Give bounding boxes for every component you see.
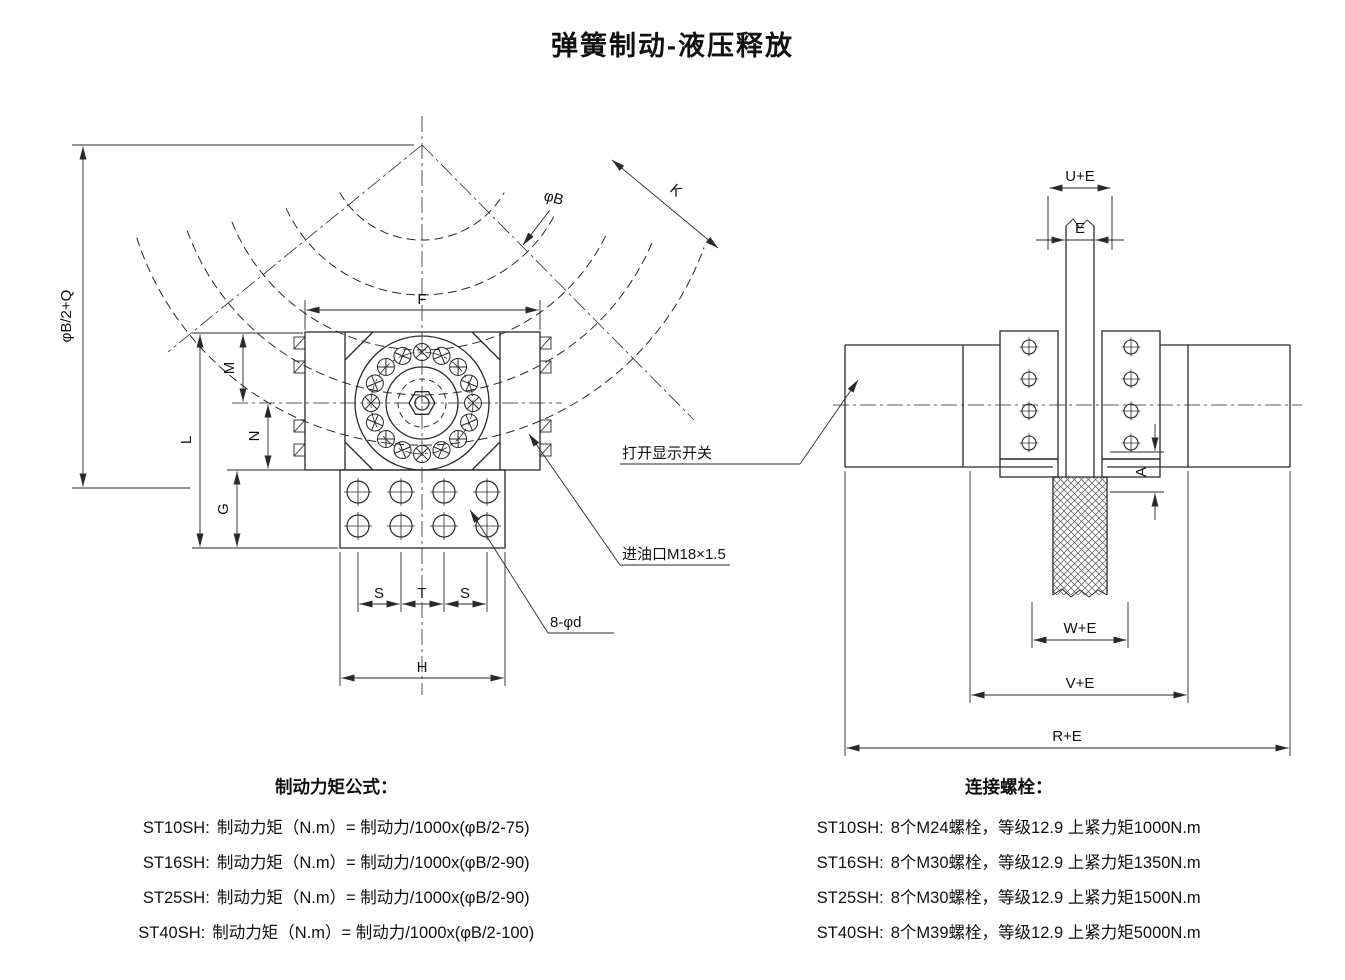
- model-label: ST25SH:: [816, 889, 884, 907]
- front-flange: [354, 335, 490, 471]
- connection-bolts-heading: 连接螺栓：: [965, 777, 1053, 797]
- side-beam: [844, 344, 1291, 468]
- formula-text: 制动力矩（N.m）= 制动力/1000x(φB/2-90): [216, 854, 530, 872]
- connection-bolts-block: 连接螺栓： ST10SH:8个M24螺栓，等级12.9 上紧力矩1000N.m …: [673, 774, 1345, 951]
- side-disc: [1052, 218, 1108, 598]
- dim-label-n: N: [246, 431, 263, 442]
- callout-bolt-holes: 8-φd: [469, 509, 614, 634]
- mount-hole: [473, 512, 501, 540]
- torque-formula-row: ST40SH: 制动力矩（N.m）= 制动力/1000x(φB/2-100): [0, 916, 673, 951]
- connection-bolts-row: ST10SH: 8个M24螺栓，等级12.9 上紧力矩1000N.m: [673, 811, 1345, 846]
- connection-bolts-row: ST25SH: 8个M30螺栓，等级12.9 上紧力矩1500N.m: [673, 881, 1345, 916]
- side-clamp: [999, 330, 1161, 478]
- front-dimensions: [72, 144, 719, 686]
- dim-label-u-e: U+E: [1065, 168, 1095, 185]
- side-view: U+E E A W+E V+E R+E 打开显示开关: [620, 168, 1302, 756]
- model-label: ST16SH:: [816, 854, 884, 872]
- mount-hole: [473, 478, 501, 506]
- callout-switch-label: 打开显示开关: [622, 445, 712, 462]
- callout-oil-inlet: 进油口M18×1.5: [528, 433, 730, 566]
- dim-label-a: A: [1133, 467, 1150, 477]
- dim-label-phi-b-half-q: φB/2+Q: [58, 290, 75, 343]
- model-label: ST40SH:: [138, 924, 206, 942]
- front-view: φB/2+Q F L M N G S T S H K φB 8-φd 进油口M1…: [58, 116, 730, 695]
- bolt-spec-text: 8个M24螺栓，等级12.9 上紧力矩1000N.m: [890, 819, 1201, 837]
- dim-label-w-e: W+E: [1064, 620, 1097, 637]
- callout-bolt-holes-label: 8-φd: [550, 614, 581, 631]
- dim-label-s-right: S: [460, 585, 470, 602]
- front-centerlines: [167, 116, 695, 695]
- callout-switch: 打开显示开关: [620, 379, 859, 465]
- dim-label-h: H: [417, 659, 428, 676]
- side-dimensions: [844, 184, 1291, 756]
- dim-label-k: K: [667, 181, 686, 200]
- mount-hole: [430, 512, 458, 540]
- dim-label-v-e: V+E: [1066, 675, 1095, 692]
- torque-formula-heading: 制动力矩公式：: [275, 777, 398, 797]
- front-housing: [293, 331, 552, 471]
- clamp-bolts: [1019, 337, 1141, 453]
- connection-bolts-row: ST16SH: 8个M30螺栓，等级12.9 上紧力矩1350N.m: [673, 846, 1345, 881]
- disc-hub-hatch: [1053, 477, 1107, 595]
- bolt-spec-text: 8个M30螺栓，等级12.9 上紧力矩1500N.m: [890, 889, 1201, 907]
- model-label: ST16SH:: [142, 854, 210, 872]
- bolt-spec-text: 8个M39螺栓，等级12.9 上紧力矩5000N.m: [890, 924, 1201, 942]
- dim-label-e: E: [1075, 220, 1085, 237]
- torque-formula-block: 制动力矩公式： ST10SH: 制动力矩（N.m）= 制动力/1000x(φB/2…: [0, 774, 673, 951]
- mount-hole: [387, 478, 415, 506]
- model-label: ST10SH:: [142, 819, 210, 837]
- notes-section: 制动力矩公式： ST10SH: 制动力矩（N.m）= 制动力/1000x(φB/2…: [0, 774, 1345, 951]
- torque-formula-row: ST10SH: 制动力矩（N.m）= 制动力/1000x(φB/2-75): [0, 811, 673, 846]
- mount-hole: [430, 478, 458, 506]
- formula-text: 制动力矩（N.m）= 制动力/1000x(φB/2-90): [216, 889, 530, 907]
- torque-formula-row: ST16SH: 制动力矩（N.m）= 制动力/1000x(φB/2-90): [0, 846, 673, 881]
- dim-label-phi-b: φB: [542, 187, 565, 209]
- model-label: ST25SH:: [142, 889, 210, 907]
- mount-hole: [344, 478, 372, 506]
- torque-formula-row: ST25SH: 制动力矩（N.m）= 制动力/1000x(φB/2-90): [0, 881, 673, 916]
- flange-bolts: [362, 343, 482, 463]
- dim-label-l: L: [178, 436, 195, 444]
- callout-oil-inlet-label: 进油口M18×1.5: [622, 546, 726, 563]
- formula-text: 制动力矩（N.m）= 制动力/1000x(φB/2-75): [216, 819, 530, 837]
- mount-hole: [344, 512, 372, 540]
- formula-text: 制动力矩（N.m）= 制动力/1000x(φB/2-100): [212, 924, 535, 942]
- model-label: ST10SH:: [816, 819, 884, 837]
- dim-label-m: M: [221, 362, 238, 375]
- connection-bolts-row: ST40SH: 8个M39螺栓，等级12.9 上紧力矩5000N.m: [673, 916, 1345, 951]
- model-label: ST40SH:: [816, 924, 884, 942]
- page-title: 弹簧制动-液压释放: [551, 31, 794, 61]
- brake-disc-arcs: [136, 192, 705, 446]
- dim-label-f: F: [417, 291, 426, 308]
- bolt-spec-text: 8个M30螺栓，等级12.9 上紧力矩1350N.m: [890, 854, 1201, 872]
- mount-hole: [387, 512, 415, 540]
- dim-label-r-e: R+E: [1052, 728, 1082, 745]
- dim-label-s-left: S: [374, 585, 384, 602]
- dim-label-g: G: [215, 503, 232, 515]
- dim-label-t: T: [417, 585, 426, 602]
- front-mount-plate: [339, 469, 506, 549]
